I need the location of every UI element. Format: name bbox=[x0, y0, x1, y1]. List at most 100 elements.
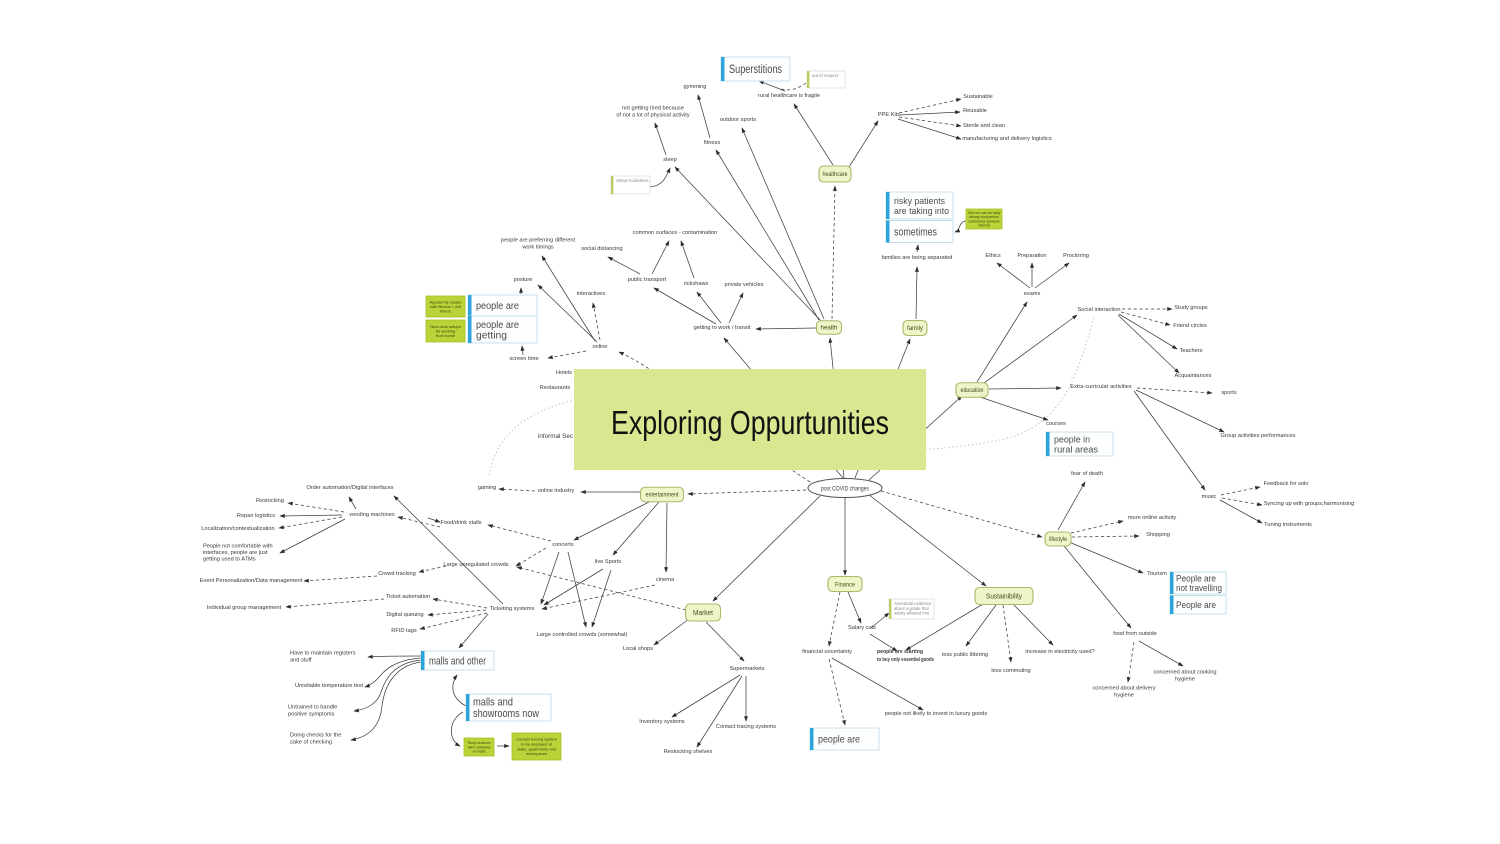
svg-text:Food/drink stalls: Food/drink stalls bbox=[440, 520, 481, 526]
svg-text:Sterile and clean: Sterile and clean bbox=[963, 123, 1005, 129]
svg-text:cinema: cinema bbox=[656, 577, 675, 583]
svg-text:rural areas: rural areas bbox=[1054, 444, 1098, 455]
svg-text:sometimes: sometimes bbox=[894, 226, 937, 238]
svg-text:RFID tags: RFID tags bbox=[391, 628, 417, 634]
svg-text:Inventory systems: Inventory systems bbox=[639, 719, 685, 725]
svg-text:Unreliable temperature test: Unreliable temperature test bbox=[295, 683, 363, 689]
svg-text:less public littering: less public littering bbox=[942, 652, 988, 658]
svg-text:Study groups: Study groups bbox=[1174, 305, 1207, 311]
svg-text:private vehicles: private vehicles bbox=[725, 282, 764, 288]
svg-text:getting used to ATMs: getting used to ATMs bbox=[203, 557, 256, 563]
svg-text:risky patients: risky patients bbox=[894, 196, 945, 207]
svg-text:Finance: Finance bbox=[835, 581, 855, 588]
svg-text:work timings: work timings bbox=[521, 244, 554, 250]
svg-text:people are: people are bbox=[476, 320, 519, 331]
svg-text:Local shops: Local shops bbox=[623, 646, 653, 652]
svg-text:family: family bbox=[907, 326, 923, 332]
svg-text:more online activity: more online activity bbox=[1128, 515, 1176, 521]
svg-text:Repair logistics: Repair logistics bbox=[237, 513, 275, 519]
svg-text:concerned about cooking: concerned about cooking bbox=[1153, 670, 1216, 676]
svg-text:interfaces, people are just: interfaces, people are just bbox=[203, 550, 268, 556]
svg-text:people are starting: people are starting bbox=[877, 649, 923, 655]
svg-text:Large controlled crowds (somew: Large controlled crowds (somewhat) bbox=[537, 632, 628, 638]
svg-text:healthcare: healthcare bbox=[823, 171, 848, 178]
svg-text:Preparation: Preparation bbox=[1017, 253, 1046, 259]
svg-text:people are preferring differen: people are preferring different bbox=[501, 238, 576, 244]
svg-text:to buy only essential goods: to buy only essential goods bbox=[877, 657, 934, 663]
svg-text:fitness: fitness bbox=[704, 140, 720, 146]
svg-text:positive symptoms: positive symptoms bbox=[288, 711, 335, 717]
svg-text:less commuting: less commuting bbox=[991, 668, 1030, 674]
svg-text:Large unregulated crowds: Large unregulated crowds bbox=[443, 562, 508, 568]
svg-text:Reusable: Reusable bbox=[963, 108, 987, 114]
svg-text:hygiene: hygiene bbox=[1114, 692, 1134, 698]
svg-text:showrooms now: showrooms now bbox=[473, 708, 539, 720]
svg-text:entertainment: entertainment bbox=[646, 492, 679, 499]
svg-text:families are being separated: families are being separated bbox=[882, 255, 953, 261]
svg-text:getting: getting bbox=[476, 330, 507, 341]
svg-text:vending machines: vending machines bbox=[349, 512, 395, 518]
svg-text:Tourism: Tourism bbox=[1147, 571, 1167, 577]
svg-text:not travelling: not travelling bbox=[1176, 583, 1222, 593]
svg-text:sports: sports bbox=[1221, 390, 1237, 396]
svg-text:gymming: gymming bbox=[684, 84, 707, 90]
svg-text:People not comfortable with: People not comfortable with bbox=[203, 543, 273, 549]
svg-text:live Sports: live Sports bbox=[595, 559, 622, 565]
svg-text:Hotels: Hotels bbox=[556, 370, 572, 376]
svg-text:Tuning instruments: Tuning instruments bbox=[1264, 522, 1312, 528]
svg-text:people are: people are bbox=[818, 734, 860, 746]
svg-text:public transport: public transport bbox=[628, 277, 667, 283]
svg-text:Shopping: Shopping bbox=[1146, 532, 1170, 538]
svg-text:interactives: interactives bbox=[577, 291, 606, 297]
svg-text:concerned about delivery: concerned about delivery bbox=[1092, 686, 1155, 692]
svg-text:Friend circles: Friend circles bbox=[1173, 323, 1207, 329]
svg-text:Syncing up with groups,harmoni: Syncing up with groups,harmonising bbox=[1264, 501, 1355, 507]
svg-text:people are: people are bbox=[476, 301, 519, 312]
svg-text:Superstitions: Superstitions bbox=[729, 64, 782, 76]
svg-text:Individual group management: Individual group management bbox=[207, 605, 282, 611]
svg-text:fear of death: fear of death bbox=[1071, 471, 1103, 477]
svg-text:informal Sec: informal Sec bbox=[538, 433, 573, 440]
svg-text:hygiene: hygiene bbox=[1175, 676, 1195, 682]
svg-text:manufacturing and delivery log: manufacturing and delivery logistics bbox=[962, 136, 1052, 142]
svg-text:health: health bbox=[821, 326, 838, 332]
svg-text:Untrained to handle: Untrained to handle bbox=[288, 705, 337, 711]
svg-text:post COVID changes: post COVID changes bbox=[821, 486, 869, 493]
svg-text:gaming: gaming bbox=[478, 485, 497, 491]
svg-text:common surfaces - contaminatio: common surfaces - contamination bbox=[633, 230, 718, 236]
svg-text:posture: posture bbox=[514, 277, 533, 283]
svg-text:Market: Market bbox=[693, 610, 713, 617]
svg-text:music: music bbox=[1202, 494, 1217, 500]
svg-text:Have to maintain registers: Have to maintain registers bbox=[290, 651, 356, 657]
svg-text:food from outside: food from outside bbox=[1113, 631, 1157, 637]
svg-text:sake of checking: sake of checking bbox=[290, 739, 332, 745]
svg-text:Sustainibility: Sustainibility bbox=[986, 592, 1022, 601]
svg-text:Social interaction: Social interaction bbox=[1078, 307, 1121, 313]
svg-text:education: education bbox=[961, 387, 984, 394]
svg-text:Doing checks for the: Doing checks for the bbox=[290, 733, 341, 739]
svg-text:Restocking shelves: Restocking shelves bbox=[664, 749, 713, 755]
svg-text:People are: People are bbox=[1176, 600, 1216, 610]
svg-text:are taking into: are taking into bbox=[894, 206, 949, 217]
svg-text:Teachers: Teachers bbox=[1180, 348, 1203, 354]
svg-text:increase in electricity used?: increase in electricity used? bbox=[1025, 649, 1094, 655]
svg-text:Ethics: Ethics bbox=[985, 253, 1001, 259]
svg-text:and stuff: and stuff bbox=[290, 657, 312, 663]
svg-text:Restocking: Restocking bbox=[256, 498, 284, 504]
svg-text:concerts: concerts bbox=[552, 542, 573, 548]
svg-text:courses: courses bbox=[1046, 421, 1066, 427]
svg-text:people in: people in bbox=[1054, 434, 1090, 445]
svg-text:Proctoring: Proctoring bbox=[1063, 253, 1089, 259]
svg-text:People are: People are bbox=[1176, 573, 1216, 583]
svg-text:Ticket automation: Ticket automation bbox=[386, 594, 430, 600]
svg-text:Sustainable: Sustainable bbox=[963, 94, 992, 100]
svg-text:of not a lot of physical activ: of not a lot of physical activity bbox=[616, 112, 690, 118]
svg-text:Event Personalization/Data man: Event Personalization/Data management bbox=[200, 578, 303, 584]
svg-text:Ticketing systems: Ticketing systems bbox=[490, 606, 535, 612]
svg-text:online industry: online industry bbox=[538, 488, 575, 494]
svg-text:Feedback for solo: Feedback for solo bbox=[1264, 481, 1309, 487]
